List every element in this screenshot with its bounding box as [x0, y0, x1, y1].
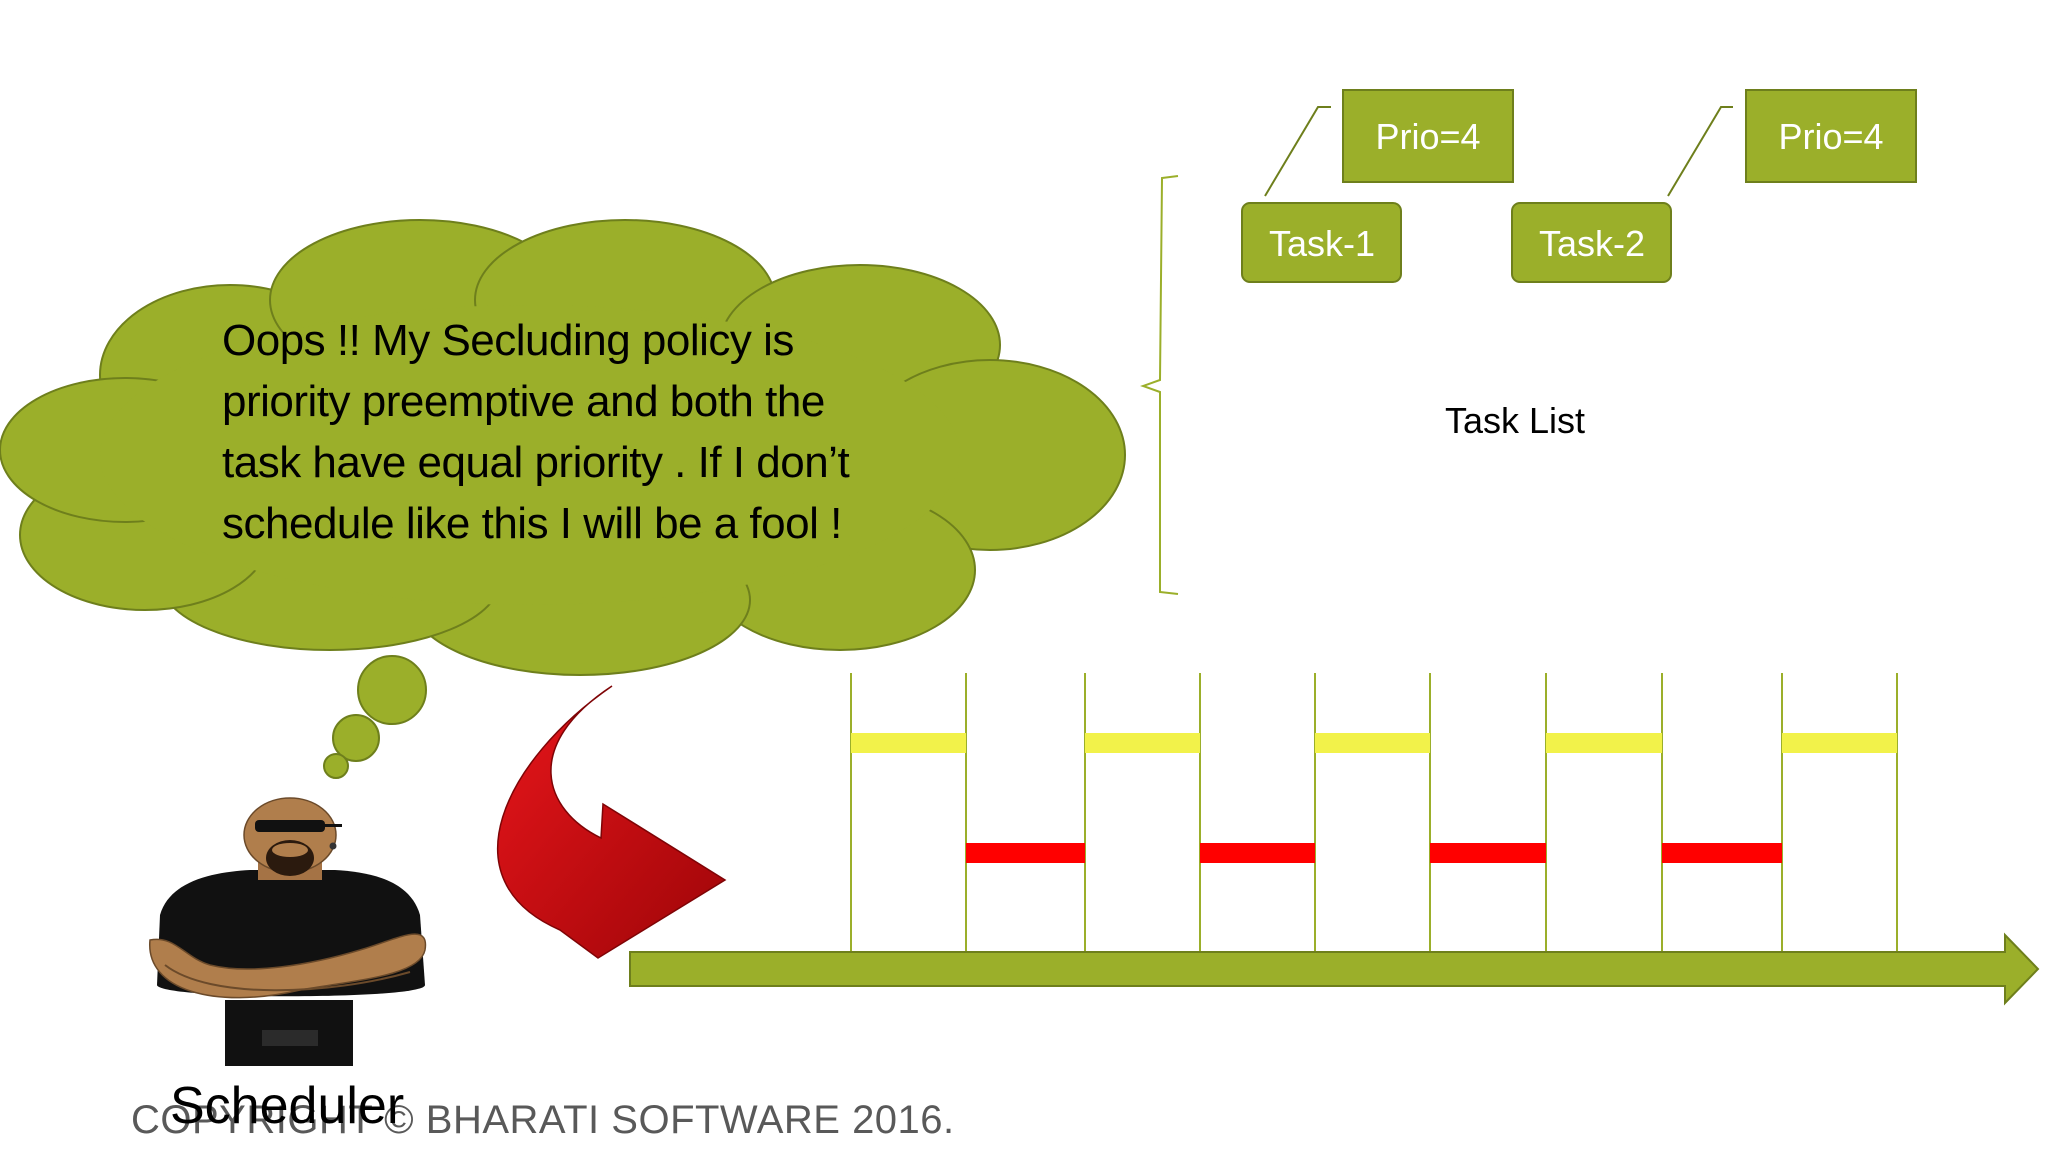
task-2-box	[1511, 202, 1672, 283]
cloud-text: Oops !! My Secluding policy is priority …	[222, 316, 861, 548]
task-2-execution-bar	[1662, 843, 1782, 863]
task-2-group: Prio=4 Task-2	[1511, 89, 1917, 283]
cloud-text-line: priority preemptive and both the	[222, 377, 825, 426]
task-list-label: Task List	[1445, 400, 1585, 441]
task-1-box	[1241, 202, 1402, 283]
task-2-prio-box	[1745, 89, 1917, 183]
task-2-execution-bar	[1430, 843, 1546, 863]
task-1-execution-bar	[1782, 733, 1897, 753]
time-axis-arrow	[629, 932, 2040, 1006]
task-1-execution-bar	[1085, 733, 1200, 753]
timeline-slots	[850, 673, 1898, 952]
task-1-execution-bar	[1315, 733, 1430, 753]
cloud-text-line: schedule like this I will be a fool !	[222, 499, 842, 548]
curved-red-arrow	[497, 685, 727, 959]
thought-cloud	[0, 219, 1126, 676]
cloud-text-line: task have equal priority . If I don’t	[222, 438, 849, 487]
task-2-execution-bar	[966, 843, 1085, 863]
timeline-bars	[851, 733, 1897, 863]
task-list-brace	[1139, 175, 1179, 595]
cloud-text-line: Oops !! My Secluding policy is	[222, 316, 794, 365]
task-1-prio-box	[1342, 89, 1514, 183]
task-2-prio-label: Prio=4	[1778, 116, 1883, 157]
task-1-group: Prio=4 Task-1	[1241, 89, 1514, 283]
scheduler-character	[149, 797, 427, 1066]
task-1-execution-bar	[1546, 733, 1662, 753]
task-1-execution-bar	[851, 733, 966, 753]
task-1-prio-label: Prio=4	[1375, 116, 1480, 157]
task-1-prio-connector	[1264, 106, 1331, 197]
scheduler-label: Scheduler	[170, 1077, 405, 1135]
task-2-execution-bar	[1200, 843, 1315, 863]
task-2-prio-connector	[1667, 106, 1733, 197]
task-1-label: Task-1	[1269, 223, 1375, 264]
thought-bubbles	[323, 655, 427, 779]
task-2-label: Task-2	[1539, 223, 1645, 264]
copyright-footer: COPYRIGHT © BHARATI SOFTWARE 2016.	[131, 1098, 955, 1142]
